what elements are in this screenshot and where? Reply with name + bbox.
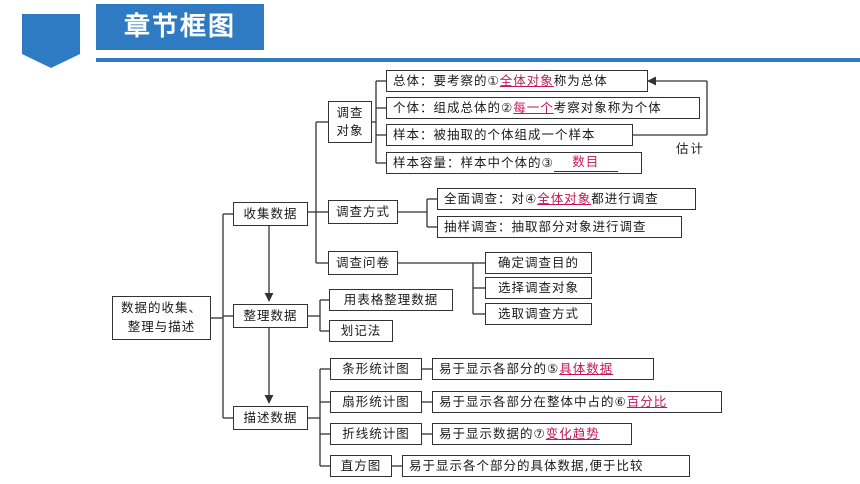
answer-4: 全体对象 <box>537 190 592 206</box>
desc-histogram: 易于显示各个部分的具体数据,便于比较 <box>402 455 690 477</box>
node-survey-method: 调查方式 <box>328 200 398 224</box>
branch-collect: 收集数据 <box>233 202 308 226</box>
item-determine-purpose: 确定调查目的 <box>485 252 592 274</box>
header-triangle-decoration <box>22 54 80 68</box>
node-survey-object: 调查对象 <box>328 101 372 143</box>
chart-histogram: 直方图 <box>330 455 392 477</box>
header-divider <box>96 58 860 62</box>
answer-7: 变化趋势 <box>545 425 600 441</box>
answer-6: 百分比 <box>626 393 668 409</box>
page-title: 章节框图 <box>96 4 264 50</box>
root-node: 数据的收集、整理与描述 <box>112 296 211 340</box>
item-choose-method: 选取调查方式 <box>485 303 592 325</box>
item-sampling-survey: 抽样调查：抽取部分对象进行调查 <box>437 216 682 238</box>
answer-5: 具体数据 <box>559 360 614 376</box>
item-sample: 样本：被抽取的个体组成一个样本 <box>386 124 633 146</box>
item-tally: 划记法 <box>329 320 393 342</box>
answer-3: 数目 <box>553 154 618 172</box>
answer-2: 每一个 <box>513 99 554 115</box>
chart-line: 折线统计图 <box>330 423 422 445</box>
item-table: 用表格整理数据 <box>329 289 453 311</box>
header-square-decoration <box>22 14 80 54</box>
chart-bar: 条形统计图 <box>330 358 422 380</box>
answer-1: 全体对象 <box>499 72 554 88</box>
estimate-label: 估计 <box>676 141 706 156</box>
branch-describe: 描述数据 <box>233 406 308 430</box>
node-questionnaire: 调查问卷 <box>328 251 398 275</box>
branch-organize: 整理数据 <box>233 304 308 328</box>
chart-pie: 扇形统计图 <box>330 391 422 413</box>
item-choose-object: 选择调查对象 <box>485 277 592 299</box>
